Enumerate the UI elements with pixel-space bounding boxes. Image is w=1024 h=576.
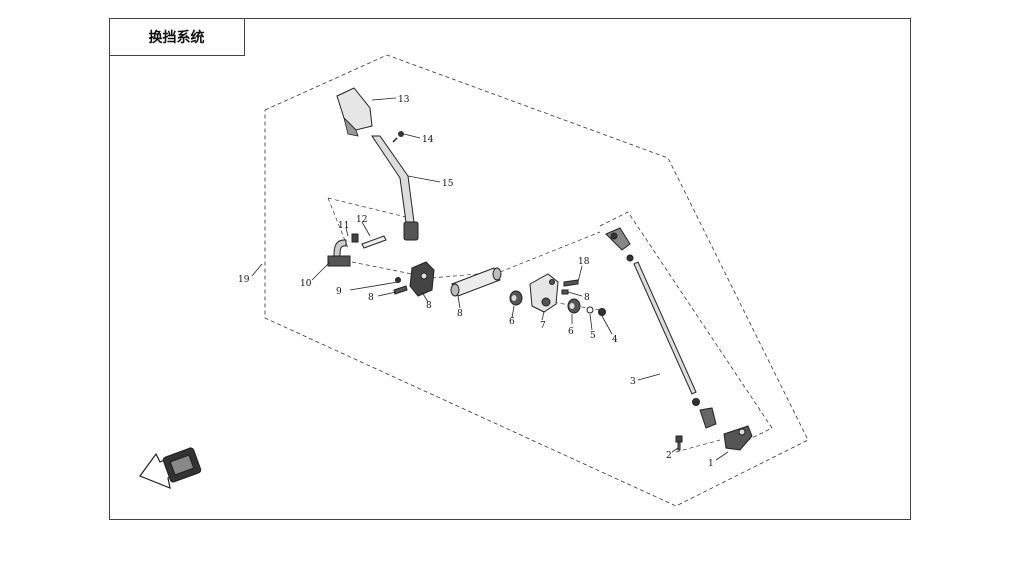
shift-lever	[371, 135, 419, 241]
arm-bolt	[675, 435, 683, 451]
callout-5: 5	[590, 331, 596, 341]
cross-shaft	[450, 267, 502, 297]
callout-13: 11	[338, 221, 349, 231]
nut	[598, 308, 606, 316]
callout-9: 8	[426, 301, 432, 311]
callout-6-right: 6	[568, 327, 574, 337]
callout-18: 18	[578, 257, 590, 267]
callout-12: 10	[300, 279, 312, 289]
lever-screw	[392, 131, 404, 143]
pivot-bolt	[351, 233, 387, 249]
shift-arm	[723, 425, 753, 451]
bushing-right	[567, 298, 581, 314]
callout-16: 14	[422, 135, 434, 145]
rod-group-outline	[599, 211, 773, 441]
callout-14: 12	[356, 215, 367, 225]
plate-bolt	[561, 279, 579, 295]
callout-8-washer: 8	[584, 293, 590, 303]
shift-rod	[605, 227, 717, 429]
diagram-title: 换挡系统	[109, 18, 245, 56]
leader-lines	[251, 97, 729, 461]
callout-10: 8	[368, 293, 374, 303]
washer	[586, 306, 594, 314]
callouts: 13 14 15 19 10 11 12 9 8 8 8 8 8 8 6 7 6…	[238, 95, 714, 469]
callout-7: 7	[540, 321, 546, 331]
callout-4: 4	[612, 335, 618, 345]
diagram-frame	[109, 18, 911, 520]
block-bolts	[393, 277, 408, 295]
callout-2: 2	[666, 451, 672, 461]
callout-8-shaft-label: 8	[457, 309, 463, 319]
shift-knob	[336, 87, 373, 137]
bellcrank-plate	[529, 273, 559, 313]
bushing-left	[509, 290, 523, 306]
callout-1: 1	[708, 459, 714, 469]
callout-19: 19	[238, 275, 250, 285]
pivot-block	[409, 261, 435, 297]
assembly-outline	[264, 54, 809, 507]
callout-3: 3	[630, 377, 636, 387]
front-arrow-icon	[139, 447, 202, 489]
callout-11: 9	[336, 287, 342, 297]
callout-6-left: 6	[509, 317, 515, 327]
u-bracket	[327, 239, 351, 267]
callout-17: 15	[442, 179, 454, 189]
callout-15: 13	[398, 95, 410, 105]
